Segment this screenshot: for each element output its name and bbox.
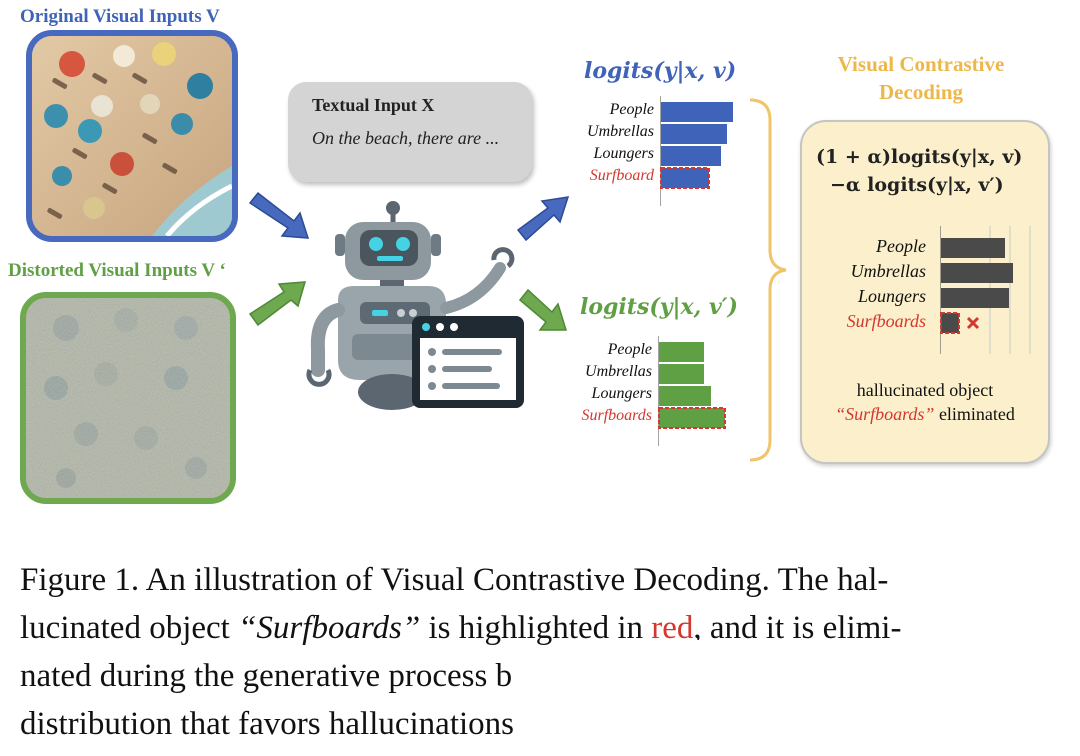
caption-line2-quote: “Surfboards”: [238, 610, 421, 646]
logits-distorted-label-umbrellas: Umbrellas: [585, 363, 652, 380]
arrow-model-to-logits-original: [516, 196, 570, 242]
textual-input-title: Textual Input X: [312, 95, 435, 115]
logits-original-bar-umbrellas: [661, 124, 727, 144]
vcd-label-umbrellas: Umbrellas: [850, 261, 926, 281]
vcd-label-loungers: Loungers: [857, 286, 926, 306]
logits-distorted-chart: [658, 336, 726, 446]
logits-distorted-bar-umbrellas: [659, 364, 704, 384]
logits-distorted-title: logits(y|x, v′): [580, 294, 738, 320]
logits-original-bar-loungers: [661, 146, 721, 166]
vcd-eliminated-x-icon: [966, 316, 980, 330]
logits-original-bar-surfboard: [660, 167, 710, 189]
caption-line2-a: lucinated object: [20, 610, 239, 646]
textual-input-box: Textual Input X On the beach, there are …: [288, 82, 532, 182]
logits-original-chart: [660, 96, 733, 206]
vcd-title: Visual Contrastive Decoding: [810, 50, 1032, 106]
logits-distorted-bar-people: [659, 342, 704, 362]
vcd-bar-loungers: [941, 288, 1009, 308]
figure-caption: Figure 1. An illustration of Visual Cont…: [20, 556, 1070, 748]
logits-original-title: logits(y|x, v): [584, 58, 737, 84]
logits-original-label-loungers: Loungers: [593, 145, 654, 162]
robot-model-icon: [306, 201, 524, 410]
vcd-title-line2: Decoding: [879, 80, 963, 104]
vcd-note-line1: hallucinated object: [856, 380, 994, 400]
caption-line4: distribution that favors hallucinations: [20, 706, 515, 742]
vcd-bar-umbrellas: [941, 263, 1013, 283]
distorted-beach-image: [20, 292, 236, 504]
vcd-formula-line1: (1 + α)logits(y|x, v): [816, 146, 1023, 168]
logits-original-label-surfboard: Surfboard: [589, 167, 654, 184]
vcd-note-line2: “Surfboards” eliminated: [820, 404, 1030, 425]
vcd-title-line1: Visual Contrastive: [837, 52, 1005, 76]
vcd-label-people: People: [876, 236, 926, 256]
logits-distorted-label-loungers: Loungers: [591, 385, 652, 402]
logits-original-label-umbrellas: Umbrellas: [587, 123, 654, 140]
diagram-graphics: [248, 98, 787, 462]
original-beach-image: [26, 30, 238, 242]
textual-input-text: On the beach, there are ...: [312, 128, 500, 148]
vcd-note-quote: “Surfboards”: [835, 404, 935, 424]
caption-fade-overlay: [586, 640, 1080, 756]
logits-distorted-bar-loungers: [659, 386, 711, 406]
caption-line1: Figure 1. An illustration of Visual Cont…: [20, 562, 889, 598]
beach-photo: [32, 36, 232, 236]
vcd-chart: [940, 226, 1031, 354]
logits-distorted-label-people: People: [607, 341, 652, 358]
original-inputs-title: Original Visual Inputs V: [20, 6, 220, 27]
caption-line3: nated during the generative process b: [20, 658, 513, 694]
arrow-model-to-logits-distorted: [518, 288, 568, 331]
logits-original-bar-people: [661, 102, 733, 122]
vcd-formula-line2: −α logits(y|x, v′): [830, 174, 1004, 196]
vcd-bar-surfboards: [940, 312, 960, 334]
distorted-inputs-title: Distorted Visual Inputs V ‘: [8, 260, 226, 281]
vcd-label-surfboards: Surfboards: [846, 311, 926, 331]
arrow-distorted-to-model: [248, 281, 307, 327]
vcd-bar-people: [941, 238, 1005, 258]
curly-brace: [749, 98, 787, 462]
arrow-original-to-model: [248, 191, 310, 239]
vcd-note-rest: eliminated: [934, 404, 1015, 424]
logits-distorted-label-surfboards: Surfboards: [581, 407, 652, 424]
noisy-beach-photo: [26, 298, 230, 498]
logits-original-label-people: People: [609, 101, 654, 118]
logits-distorted-bar-surfboards: [658, 407, 726, 429]
